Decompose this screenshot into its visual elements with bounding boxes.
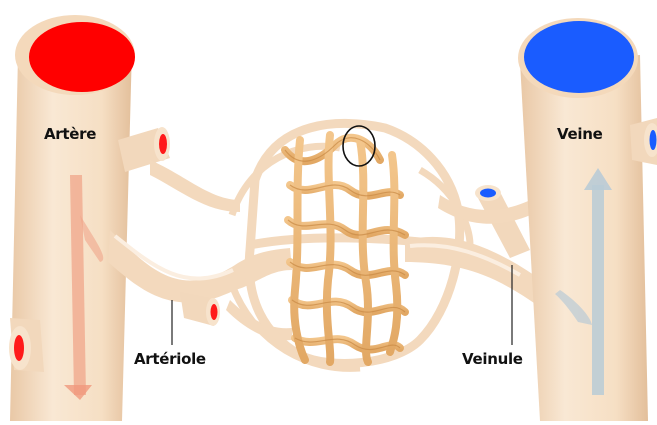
vein-label: Veine <box>557 125 602 143</box>
vein-lumen <box>524 21 634 93</box>
artery-label: Artère <box>44 125 96 143</box>
arteriole-label: Artériole <box>134 350 206 368</box>
artery-lumen <box>29 22 135 92</box>
venule-label: Veinule <box>462 350 523 368</box>
vein <box>518 18 657 421</box>
vein-flow-arrow <box>592 185 604 395</box>
